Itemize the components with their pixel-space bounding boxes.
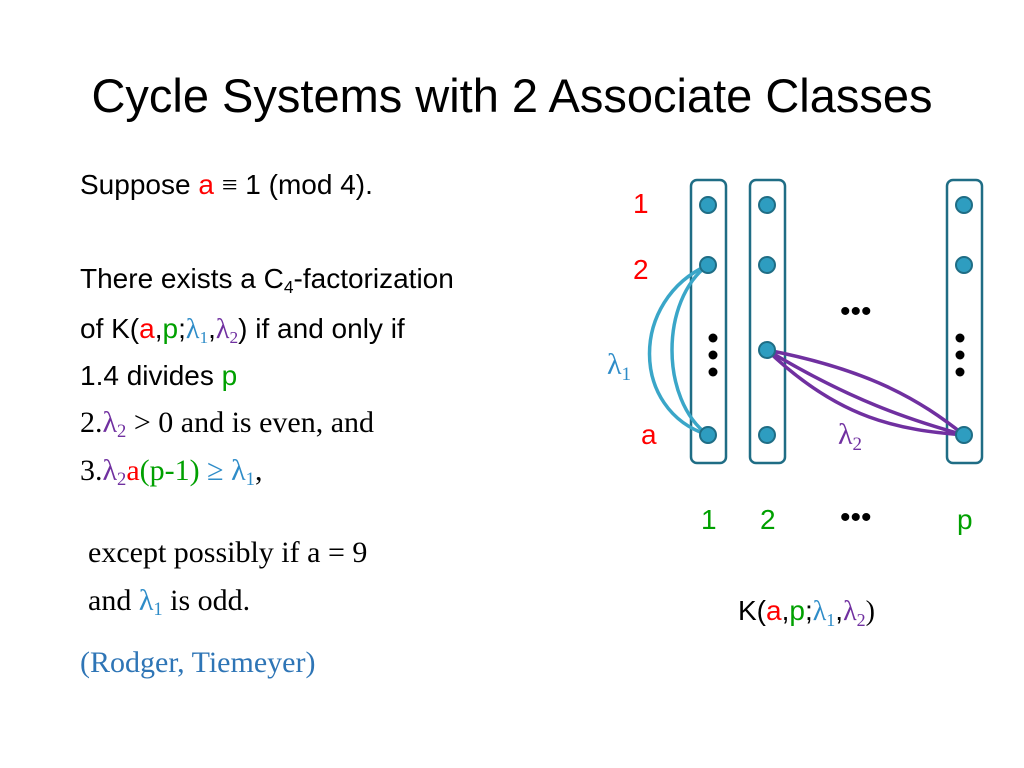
node-2-2	[758, 256, 776, 274]
item2-text: > 0 and is even, and	[126, 406, 375, 439]
row-label-1: 1	[633, 188, 649, 219]
slide-title: Cycle Systems with 2 Associate Classes	[91, 69, 933, 122]
suppose-text: Suppose	[80, 169, 191, 200]
except-line-2: and λ1 is odd.	[88, 584, 251, 621]
column-label-1: 1	[701, 504, 717, 535]
condition-3: 3.λ2a(p-1) ≥ λ1,	[80, 454, 263, 491]
comma: ,	[208, 313, 216, 344]
item2-number: 2.	[80, 406, 103, 439]
semicolon: ;	[178, 313, 186, 344]
node-1-1	[699, 196, 717, 214]
node-1-2	[699, 256, 717, 274]
is-odd-text: is odd.	[170, 584, 251, 617]
node-2-a	[758, 426, 776, 444]
comma: ,	[154, 313, 163, 344]
geq-lambda-1: ≥ λ1	[207, 454, 255, 491]
var-a: a	[198, 169, 214, 200]
column-1	[689, 178, 728, 465]
theorem-line-1: There exists a C4-factorization	[80, 262, 454, 296]
lambda-2: λ2	[102, 406, 127, 443]
node-2-mid	[758, 341, 776, 359]
graph-caption: K(a,p;λ1,λ2)	[738, 595, 875, 630]
var-p: p	[221, 360, 238, 391]
edge-lambda1-a	[670, 263, 710, 437]
factorization-text: -factorization	[293, 263, 454, 294]
vertical-ellipsis-col1	[708, 333, 718, 377]
column-label-p: p	[957, 504, 973, 535]
edge-label-lambda1: λ1	[607, 348, 631, 385]
edge-lambda1-b	[647, 263, 709, 437]
column-p	[945, 178, 984, 465]
var-p: p	[162, 313, 179, 344]
column-label-2: 2	[760, 504, 776, 535]
node-p-2	[955, 256, 973, 274]
except-line-1: except possibly if a = 9	[88, 536, 368, 569]
row-label-a: a	[641, 419, 657, 450]
column-label-ellipsis: •••	[840, 501, 872, 534]
equiv-symbol: ≡	[221, 170, 238, 201]
edge-label-lambda2: λ2	[838, 418, 862, 455]
edge-lambda2-c	[766, 348, 966, 437]
condition-2: 2.λ2 > 0 and is even, and	[80, 406, 375, 443]
citation: (Rodger, Tiemeyer)	[80, 646, 316, 679]
vertical-ellipsis-colp	[955, 333, 965, 377]
node-1-a	[699, 426, 717, 444]
of-k-text: of K(	[80, 313, 140, 344]
suppose-line: Suppose a ≡ 1 (mod 4).	[80, 168, 373, 203]
item3-number: 3.	[80, 454, 103, 487]
there-exists-text: There exists a C	[80, 263, 284, 294]
p-minus-1: (p-1)	[139, 454, 200, 487]
condition-1: 1.4 divides p	[80, 359, 237, 393]
edge-lambda2-a	[765, 348, 965, 437]
lambda-1: λ1	[185, 314, 209, 347]
node-p-a	[955, 426, 973, 444]
node-p-1	[955, 196, 973, 214]
c-subscript: 4	[283, 276, 294, 297]
var-a: a	[139, 313, 155, 344]
and-text: and	[88, 584, 132, 617]
horizontal-ellipsis: •••	[840, 295, 872, 328]
theorem-line-2: of K(a,p;λ1,λ2) if and only if	[80, 312, 405, 347]
lambda-1: λ1	[138, 584, 163, 621]
item1-text: 1.4 divides	[80, 360, 214, 391]
edge-lambda2-b	[766, 348, 965, 437]
node-2-1	[758, 196, 776, 214]
column-2	[748, 178, 787, 465]
item3-end: ,	[254, 454, 263, 487]
mod-text: 1 (mod 4).	[245, 169, 373, 200]
lambda-2: λ2	[102, 454, 127, 491]
var-a: a	[126, 454, 140, 487]
lambda-2: λ2	[215, 314, 239, 347]
if-only-if-text: ) if and only if	[238, 313, 405, 344]
row-label-2: 2	[633, 254, 649, 285]
